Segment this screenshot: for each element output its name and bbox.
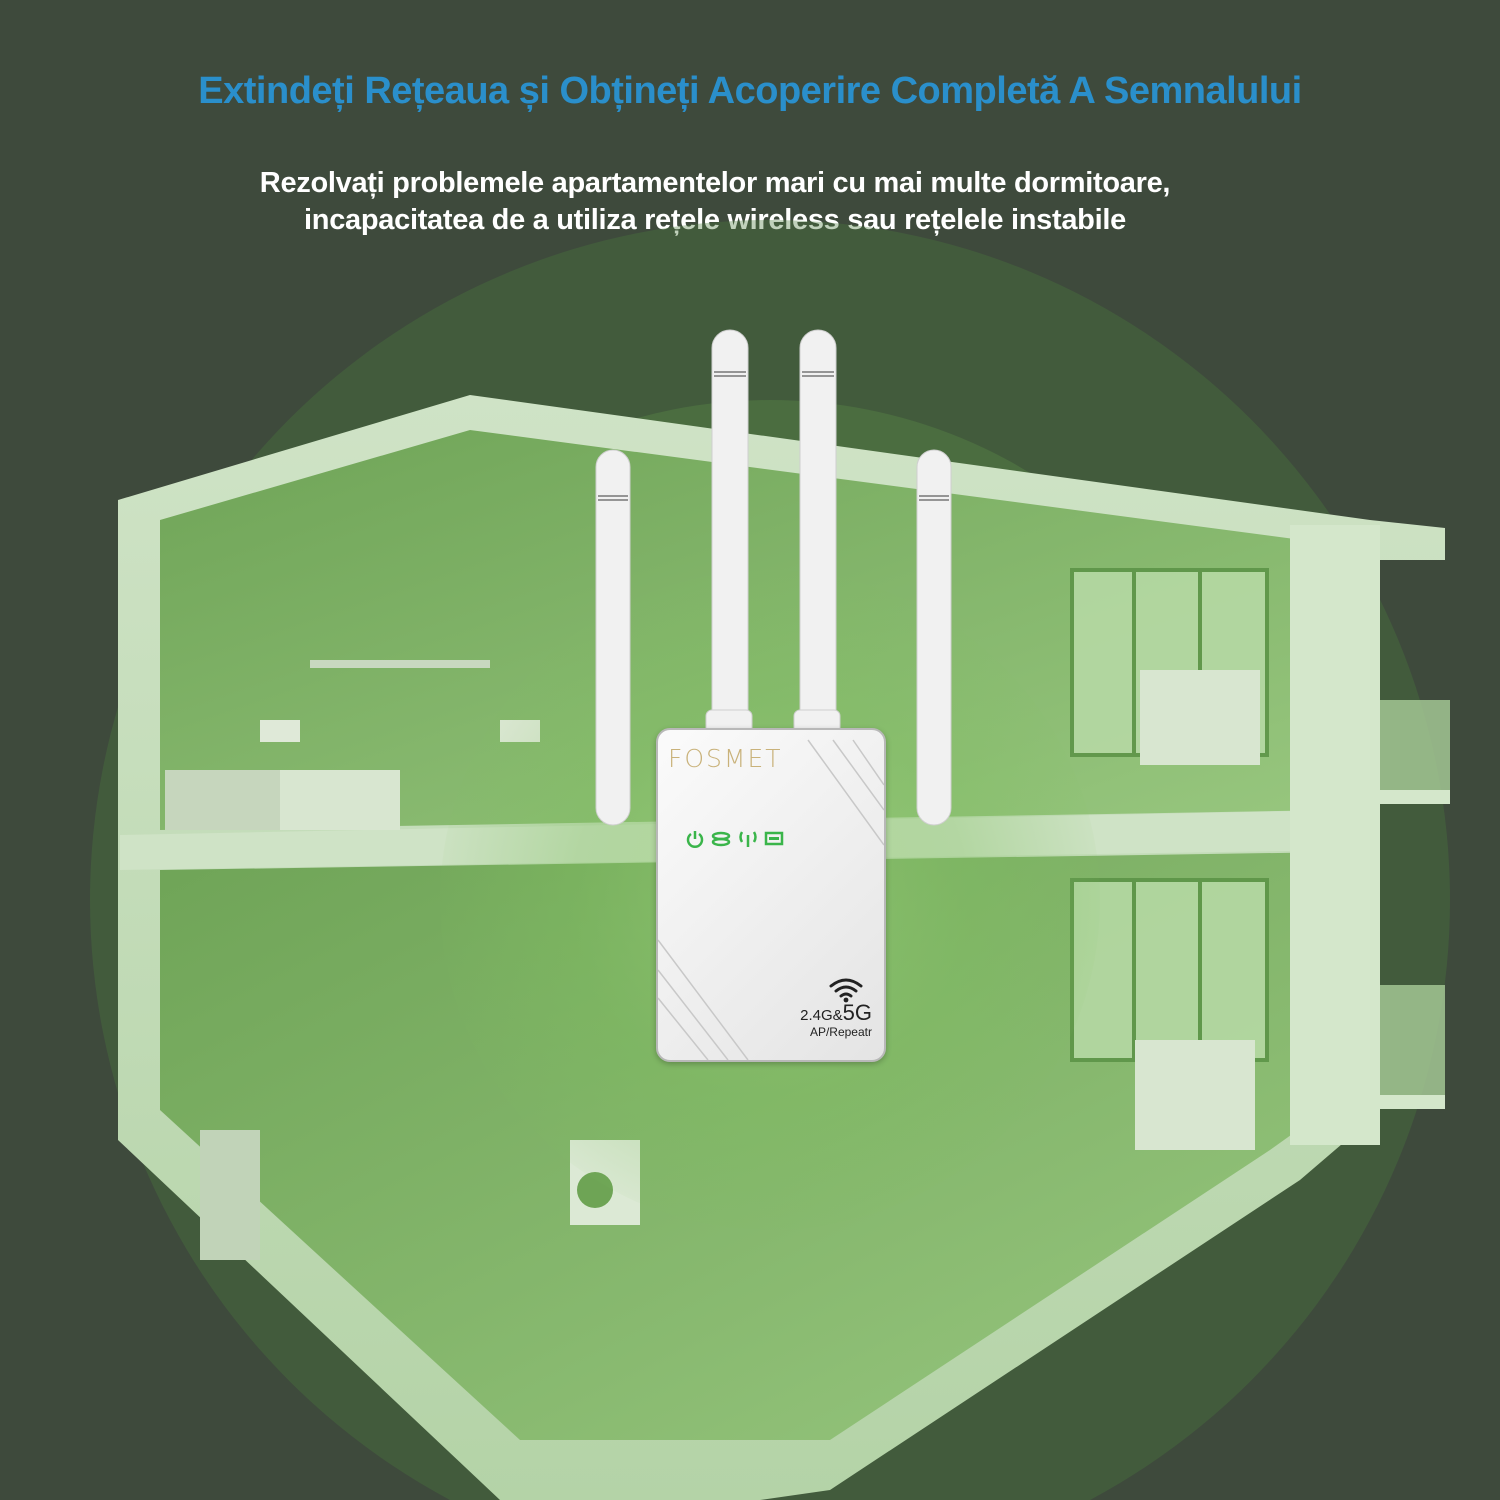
page-subtitle: Rezolvați problemele apartamentelor mari… <box>0 165 1430 239</box>
signal-icon <box>739 831 757 847</box>
status-leds <box>684 828 785 864</box>
wifi-repeater-device: FOSMET 2.4G&5G AP/Repeatr <box>656 728 886 1062</box>
decorative-lines <box>658 739 884 1060</box>
subtitle-line-2: incapacitatea de a utiliza rețele wirele… <box>304 204 1126 236</box>
power-icon <box>686 831 704 848</box>
subtitle-line-1: Rezolvați problemele apartamentelor mari… <box>259 167 1171 199</box>
page-title: Extindeți Rețeaua și Obțineți Acoperire … <box>198 70 1302 112</box>
lan-icon <box>765 831 784 846</box>
brand-logo: FOSMET <box>668 744 783 773</box>
band-small: 2.4G& <box>800 1007 843 1024</box>
wan-icon <box>712 831 731 847</box>
band-5g: 5G <box>842 1000 872 1025</box>
mode-label: AP/Repeatr <box>809 1025 872 1039</box>
wifi-icon <box>829 978 863 1003</box>
band-label: 2.4G&5G AP/Repeatr <box>800 1000 872 1039</box>
